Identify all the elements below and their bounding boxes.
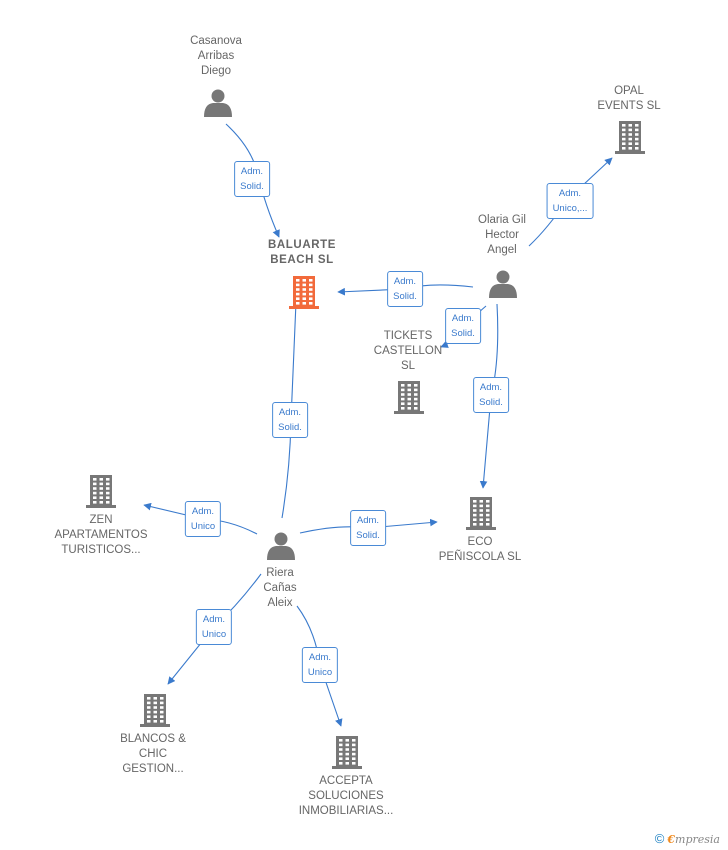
building-icon[interactable] [615, 121, 645, 154]
edge-label-olaria-to-baluarte[interactable]: Adm. Solid. [387, 271, 423, 307]
copyright[interactable]: © €mpresia [655, 831, 720, 846]
edge-label-riera-to-baluarte[interactable]: Adm. Solid. [272, 402, 308, 438]
person-icon[interactable] [204, 89, 232, 118]
edge-label-olaria-to-tickets[interactable]: Adm. Solid. [445, 308, 481, 344]
node-label-tickets[interactable]: TICKETS CASTELLON SL [373, 330, 443, 372]
edge-label-riera-to-zen[interactable]: Adm. Unico [184, 501, 222, 537]
edge-label-riera-to-blancos[interactable]: Adm. Unico [195, 609, 233, 645]
edge-label-riera-to-eco[interactable]: Adm. Solid. [350, 510, 386, 546]
node-label-opal[interactable]: OPAL EVENTS SL [597, 85, 661, 112]
node-label-eco[interactable]: ECO PEÑISCOLA SL [438, 536, 522, 563]
copyright-symbol: © [654, 831, 665, 846]
node-label-casanova[interactable]: Casanova Arribas Diego [190, 35, 242, 77]
person-icon[interactable] [489, 270, 517, 299]
edge-label-olaria-to-opal[interactable]: Adm. Unico,... [546, 183, 594, 219]
brand-logo: €mpresia [667, 833, 720, 846]
node-label-olaria[interactable]: Olaria Gil Hector Angel [478, 214, 526, 256]
building-icon[interactable] [86, 475, 116, 508]
icons-layer [86, 89, 645, 769]
node-label-blancos[interactable]: BLANCOS & CHIC GESTION... [120, 733, 186, 775]
person-icon[interactable] [267, 532, 295, 561]
edge-label-olaria-to-eco[interactable]: Adm. Solid. [473, 377, 509, 413]
edge-label-casanova-to-baluarte[interactable]: Adm. Solid. [234, 161, 270, 197]
node-label-baluarte[interactable]: BALUARTE BEACH SL [267, 239, 337, 266]
building-icon[interactable] [289, 276, 319, 309]
node-label-riera[interactable]: Riera Cañas Aleix [263, 567, 297, 609]
node-label-zen[interactable]: ZEN APARTAMENTOS TURISTICOS... [54, 514, 148, 556]
node-label-accepta[interactable]: ACCEPTA SOLUCIONES INMOBILIARIAS... [298, 775, 394, 817]
building-icon[interactable] [466, 497, 496, 530]
building-icon[interactable] [140, 694, 170, 727]
building-icon[interactable] [332, 736, 362, 769]
edge-label-riera-to-accepta[interactable]: Adm. Unico [301, 647, 339, 683]
building-icon[interactable] [394, 381, 424, 414]
